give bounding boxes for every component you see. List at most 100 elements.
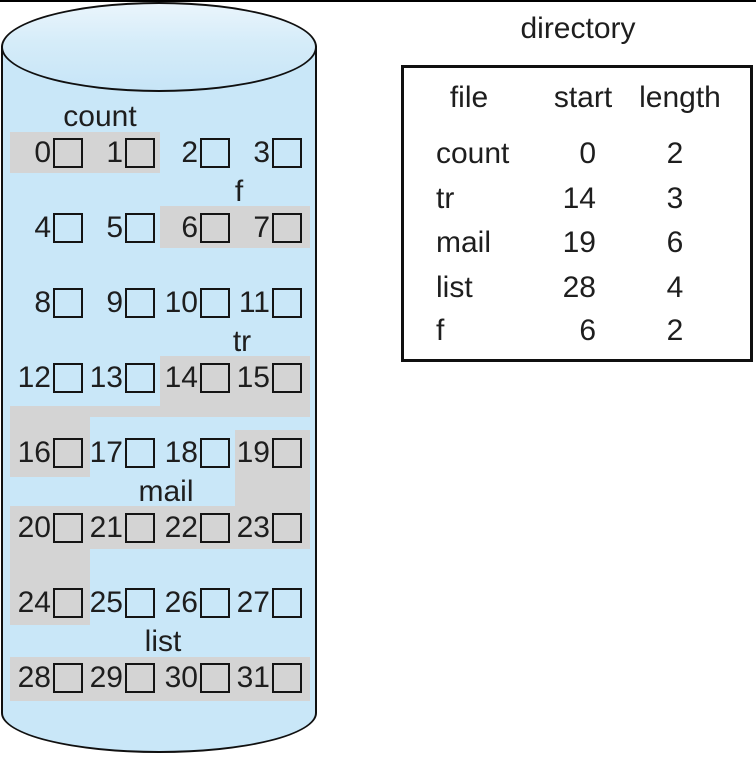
disk-block-21: 21 — [73, 511, 155, 545]
block-number: 21 — [89, 511, 123, 544]
disk-block-17: 17 — [73, 436, 155, 470]
directory-cell-length: 3 — [666, 182, 684, 215]
block-square — [272, 213, 302, 243]
directory-cell-start: 28 — [562, 271, 596, 304]
block-square — [125, 588, 155, 618]
block-number: 7 — [253, 211, 270, 244]
disk-block-3: 3 — [220, 136, 302, 170]
block-square — [272, 138, 302, 168]
directory-cell-length: 2 — [666, 314, 684, 347]
block-square — [200, 588, 230, 618]
block-number: 4 — [34, 211, 51, 244]
block-number: 12 — [17, 361, 51, 394]
disk-file-label-tr: tr — [232, 325, 252, 358]
disk-block-5: 5 — [73, 211, 155, 245]
block-number: 17 — [89, 436, 123, 469]
block-square — [125, 438, 155, 468]
directory-cell-file: mail — [436, 226, 492, 259]
disk-block-31: 31 — [220, 661, 302, 695]
disk-block-26: 26 — [148, 586, 230, 620]
block-number: 8 — [34, 286, 51, 319]
block-number: 30 — [164, 661, 198, 694]
block-number: 25 — [89, 586, 123, 619]
block-number: 27 — [236, 586, 270, 619]
block-number: 10 — [164, 286, 198, 319]
block-square — [272, 513, 302, 543]
directory-cell-start: 19 — [562, 226, 596, 259]
block-square — [53, 288, 83, 318]
directory-row-mail: mail 19 6 — [404, 226, 750, 260]
block-square — [272, 363, 302, 393]
block-number: 15 — [236, 361, 270, 394]
disk-block-16: 16 — [1, 436, 83, 470]
block-square — [125, 363, 155, 393]
directory-cell-start: 6 — [579, 314, 596, 347]
disk-block-23: 23 — [220, 511, 302, 545]
allocation-highlight-mail-wrap-block24 — [10, 549, 90, 625]
disk-block-29: 29 — [73, 661, 155, 695]
disk-block-7: 7 — [220, 211, 302, 245]
disk-block-1: 1 — [73, 136, 155, 170]
block-square — [53, 213, 83, 243]
block-square — [125, 213, 155, 243]
block-square — [125, 663, 155, 693]
disk-block-28: 28 — [1, 661, 83, 695]
block-number: 29 — [89, 661, 123, 694]
disk-block-24: 24 — [1, 586, 83, 620]
block-number: 16 — [17, 436, 51, 469]
directory-cell-file: list — [436, 271, 473, 304]
block-number: 28 — [17, 661, 51, 694]
block-number: 6 — [181, 211, 198, 244]
directory-header-row: file start length — [404, 81, 750, 115]
directory-header-start: start — [553, 81, 613, 114]
block-square — [200, 363, 230, 393]
block-square — [53, 588, 83, 618]
directory-row-list: list 28 4 — [404, 271, 750, 305]
disk-file-label-list: list — [144, 625, 182, 658]
block-square — [125, 513, 155, 543]
disk-file-label-count: count — [63, 100, 137, 133]
disk-block-11: 11 — [220, 286, 302, 320]
disk-cylinder-top-ellipse — [1, 2, 317, 92]
disk-block-10: 10 — [148, 286, 230, 320]
block-number: 2 — [181, 136, 198, 169]
directory-cell-length: 6 — [666, 226, 684, 259]
disk-block-15: 15 — [220, 361, 302, 395]
directory-cell-file: count — [436, 137, 510, 170]
disk-block-13: 13 — [73, 361, 155, 395]
disk-block-30: 30 — [148, 661, 230, 695]
block-square — [272, 438, 302, 468]
disk-block-2: 2 — [148, 136, 230, 170]
block-number: 5 — [106, 211, 123, 244]
disk-block-8: 8 — [1, 286, 83, 320]
directory-row-count: count 0 2 — [404, 137, 750, 171]
block-number: 3 — [253, 136, 270, 169]
allocation-highlight-tr-wrap-block16 — [10, 406, 90, 477]
disk-file-label-mail: mail — [138, 475, 194, 508]
block-square — [53, 663, 83, 693]
directory-header-length: length — [639, 81, 721, 114]
block-square — [53, 363, 83, 393]
block-number: 23 — [236, 511, 270, 544]
block-square — [200, 288, 230, 318]
directory-cell-file: tr — [436, 182, 455, 215]
block-square — [272, 288, 302, 318]
block-number: 26 — [164, 586, 198, 619]
block-square — [53, 513, 83, 543]
directory-cell-length: 4 — [666, 271, 684, 304]
directory-cell-length: 2 — [666, 137, 684, 170]
block-square — [200, 438, 230, 468]
block-number: 22 — [164, 511, 198, 544]
block-square — [200, 138, 230, 168]
block-square — [125, 288, 155, 318]
directory-cell-start: 0 — [579, 137, 596, 170]
block-number: 20 — [17, 511, 51, 544]
block-number: 13 — [89, 361, 123, 394]
block-square — [272, 663, 302, 693]
image-top-border — [0, 0, 756, 2]
disk-block-12: 12 — [1, 361, 83, 395]
